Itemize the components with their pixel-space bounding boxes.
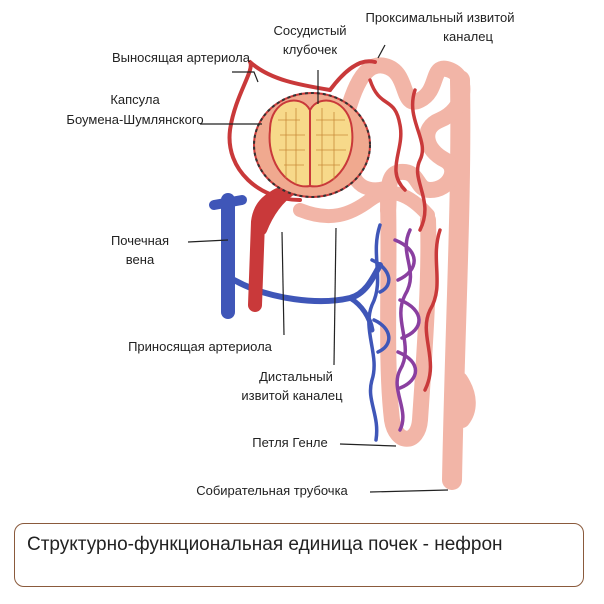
vein-branch-2 bbox=[347, 295, 375, 333]
distal-convoluted-tubule bbox=[293, 185, 435, 224]
collecting-duct-connector bbox=[452, 372, 476, 428]
glomerulus bbox=[268, 99, 354, 188]
label-distal-2: извитой каналец bbox=[241, 388, 343, 403]
nephron-diagram: Выносящая артериола Сосудистый клубочек … bbox=[66, 10, 514, 498]
loop-of-henle bbox=[380, 192, 437, 447]
label-glomerulus-2: клубочек bbox=[283, 42, 337, 57]
bowman-capsule-dashed-outline bbox=[253, 92, 371, 198]
label-renal-vein-2: вена bbox=[126, 252, 155, 267]
caption-text: Структурно-функциональная единица почек … bbox=[27, 534, 503, 555]
efferent-arteriole bbox=[227, 60, 332, 202]
label-afferent-arteriole: Приносящая артериола bbox=[128, 339, 273, 354]
label-capsule-1: Капсула bbox=[110, 92, 160, 107]
vein-branch bbox=[231, 262, 383, 304]
label-efferent-arteriole: Выносящая артериола bbox=[112, 50, 251, 65]
peritubular-capillaries bbox=[367, 78, 442, 442]
label-loop-of-henle: Петля Генле bbox=[252, 435, 327, 450]
label-collecting-duct: Собирательная трубочка bbox=[196, 483, 348, 498]
collecting-duct bbox=[442, 70, 471, 490]
label-proximal-2: каналец bbox=[443, 29, 493, 44]
label-glomerulus-1: Сосудистый bbox=[273, 23, 346, 38]
label-distal-1: Дистальный bbox=[259, 369, 333, 384]
label-capsule-2: Боумена-Шумлянского bbox=[66, 112, 203, 127]
renal-vein-top bbox=[209, 195, 247, 210]
leader-lines bbox=[187, 44, 449, 493]
efferent-to-capillaries bbox=[328, 59, 377, 92]
label-proximal-1: Проксимальный извитой bbox=[365, 10, 514, 25]
label-renal-vein-1: Почечная bbox=[111, 233, 169, 248]
caption-box: Структурно-функциональная единица почек … bbox=[14, 523, 584, 587]
proximal-convoluted-tubule bbox=[332, 57, 471, 218]
